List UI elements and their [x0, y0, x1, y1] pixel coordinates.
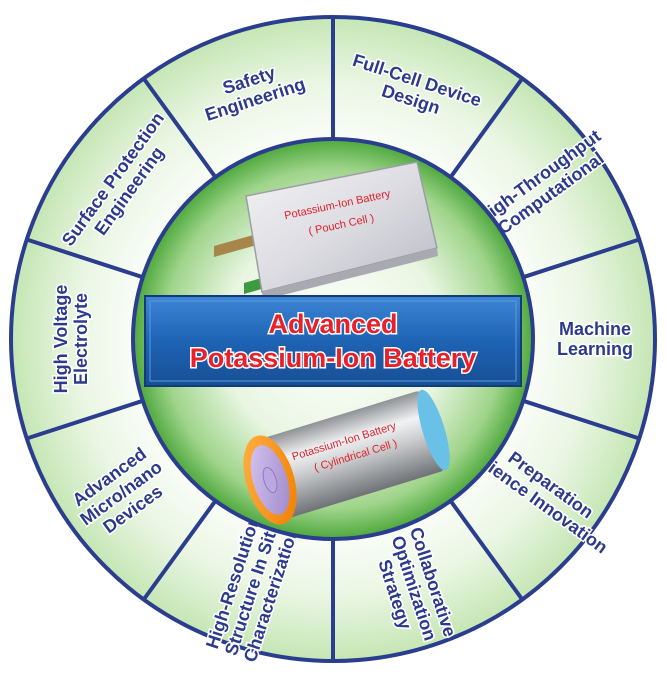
segment-divider	[142, 499, 218, 601]
segment-divider	[142, 77, 218, 179]
pouch-cell-image: Potassium-Ion Battery ( Pouch Cell )	[214, 161, 438, 300]
segment-divider	[448, 77, 524, 179]
segment-label-line: Learning	[557, 339, 633, 359]
segment-divider	[522, 398, 640, 441]
segment-divider	[26, 237, 144, 280]
segment-divider	[26, 398, 144, 441]
segment-label-line: High Voltage	[51, 285, 71, 394]
segment-label-line: Machine	[559, 319, 631, 339]
banner-title-line2: Potassium-Ion Battery	[190, 343, 477, 373]
cylindrical-cell-image: Potassium-Ion Battery ( Cylindrical Cell…	[243, 389, 450, 525]
banner-title-line1: Advanced	[268, 309, 397, 339]
segment-dividers	[26, 17, 640, 661]
segment-divider	[448, 499, 524, 601]
segment-label-line: Electrolyte	[71, 293, 91, 385]
title-banner: Advanced Potassium-Ion Battery	[144, 295, 522, 387]
segment-divider	[522, 237, 640, 280]
